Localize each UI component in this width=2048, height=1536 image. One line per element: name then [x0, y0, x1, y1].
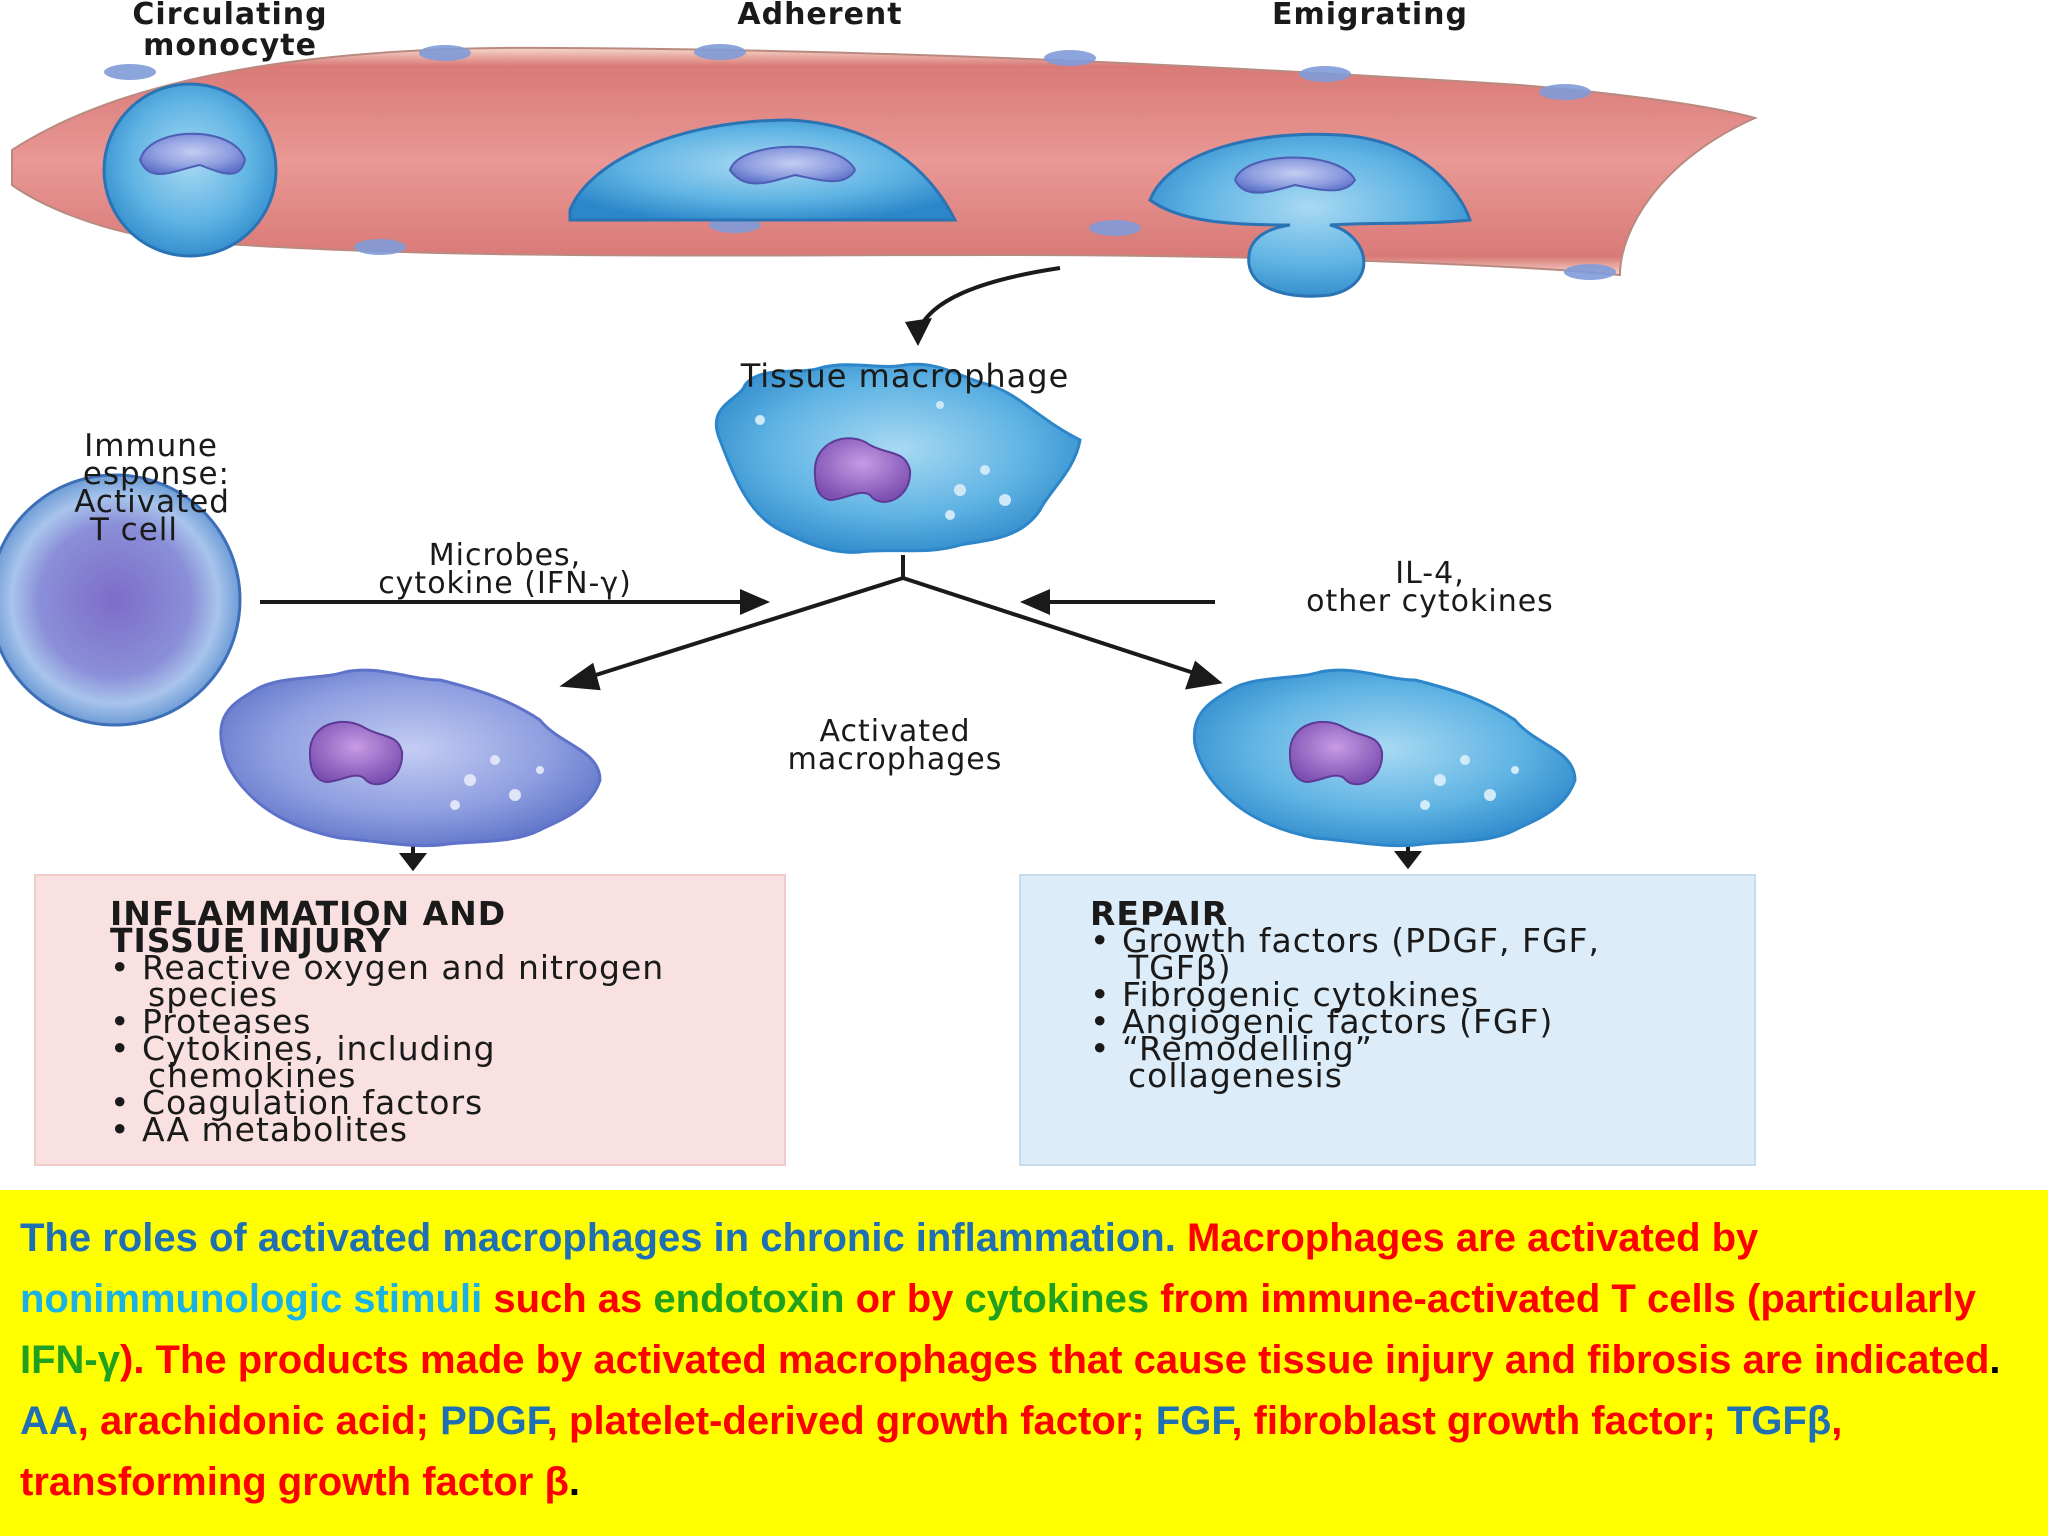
repair-item: • Fibrogenic cytokines: [1090, 975, 1480, 1014]
inflammation-item: • Cytokines, including chemokines: [110, 1029, 496, 1095]
inflammation-item: • Coagulation factors: [110, 1083, 484, 1122]
repair-item: • Angiogenic factors (FGF): [1090, 1002, 1554, 1041]
caption-segment: nonimmunologic stimuli: [20, 1277, 483, 1321]
caption-segment: such as: [482, 1277, 654, 1321]
tissue-macrophage-cell: [714, 362, 1082, 554]
curved-arrow: [916, 266, 1061, 333]
label-tissue-macrophage: Tissue macrophage: [740, 357, 1070, 395]
caption-segment: .: [1989, 1338, 2001, 1382]
label-immune-line2: esponse:: [82, 456, 230, 492]
caption-segment: cytokines: [964, 1277, 1150, 1321]
activated-macrophage-right: [1192, 668, 1577, 848]
inflammation-box: INFLAMMATION AND TISSUE INJURY • Reactiv…: [110, 894, 770, 1149]
inflammation-box-bg: [34, 874, 786, 1166]
caption-text: The roles of activated macrophages in ch…: [20, 1208, 2030, 1513]
inflammation-item: • Reactive oxygen and nitrogen species: [110, 948, 665, 1014]
label-microbes-cytokine: Microbes, cytokine (IFN-γ): [280, 538, 730, 601]
caption-banner: The roles of activated macrophages in ch…: [0, 1190, 2048, 1536]
caption-segment: , platelet-derived growth factor;: [546, 1399, 1156, 1443]
inflammation-heading-line2: TISSUE INJURY: [110, 921, 392, 960]
diagram: Circulating monocyte Adherent Emigrating…: [0, 0, 1758, 1166]
caption-segment: ,: [1231, 1399, 1243, 1443]
caption-segment: AA: [20, 1399, 78, 1443]
circulating-monocyte: [102, 82, 278, 258]
label-adherent: Adherent: [737, 0, 903, 32]
label-il4-line1: IL-4,: [1395, 556, 1465, 591]
caption-segment: from immune-activated T cells (particula…: [1149, 1277, 1976, 1321]
t-cell: [0, 473, 242, 727]
label-activated-line1: Activated: [819, 714, 971, 749]
label-circulating-monocyte: Circulating monocyte: [60, 0, 400, 61]
caption-segment: .: [1164, 1216, 1187, 1260]
label-microbes-line2: cytokine (IFN-γ): [378, 566, 632, 601]
repair-item: • Growth factors (PDGF, FGF, TGFβ): [1090, 921, 1600, 987]
inflammation-item: • AA metabolites: [110, 1110, 409, 1149]
label-immune-line3: Activated: [74, 484, 230, 520]
label-microbes-line1: Microbes,: [428, 538, 582, 573]
caption-segment: FGF: [1155, 1399, 1232, 1443]
repair-heading: REPAIR: [1090, 894, 1229, 933]
repair-item: • “Remodelling” collagenesis: [1090, 1029, 1373, 1095]
label-circulating-line1: Circulating: [132, 0, 328, 32]
caption-segment: .: [568, 1460, 580, 1504]
caption-segment: or by: [844, 1277, 965, 1321]
label-activated-macrophages: Activated macrophages: [700, 714, 1090, 777]
repair-box-bg: [1019, 874, 1756, 1166]
label-immune-line1: Immune: [84, 428, 218, 464]
activated-macrophage-left: [219, 668, 602, 848]
inflammation-item: • Proteases: [110, 1002, 312, 1041]
caption-segment: The roles of activated macrophages in ch…: [20, 1216, 1165, 1260]
label-activated-line2: macrophages: [787, 742, 1003, 777]
label-immune-line4: T cell: [89, 512, 178, 548]
label-emigrating: Emigrating: [1271, 0, 1468, 32]
caption-segment: ). The products made by activated macrop…: [120, 1338, 1990, 1382]
emigrating-monocyte: [1148, 132, 1473, 298]
inflammation-heading-line1: INFLAMMATION AND: [110, 894, 507, 933]
curved-arrow-head: [905, 318, 932, 346]
caption-segment: , transforming growth factor β: [20, 1399, 1843, 1504]
branch-arrows: [260, 555, 1423, 872]
caption-segment: , arachidonic acid;: [77, 1399, 441, 1443]
label-il4: IL-4, other cytokines: [1225, 556, 1635, 619]
label-il4-line2: other cytokines: [1306, 584, 1554, 619]
label-immune-response: Immune esponse: Activated T cell: [0, 428, 230, 548]
caption-segment: PDGF: [440, 1399, 547, 1443]
repair-box: REPAIR • Growth factors (PDGF, FGF, TGFβ…: [1090, 894, 1740, 1095]
caption-segment: IFN-γ: [20, 1338, 120, 1382]
caption-segment: endotoxin: [653, 1277, 845, 1321]
label-circulating-line2: monocyte: [143, 28, 317, 63]
caption-segment: fibroblast growth factor;: [1242, 1399, 1727, 1443]
adherent-monocyte: [568, 118, 958, 222]
caption-segment: Macrophages are activated by: [1186, 1216, 1759, 1260]
caption-segment: TGFβ: [1726, 1399, 1832, 1443]
diagram-canvas: [0, 44, 1758, 1166]
